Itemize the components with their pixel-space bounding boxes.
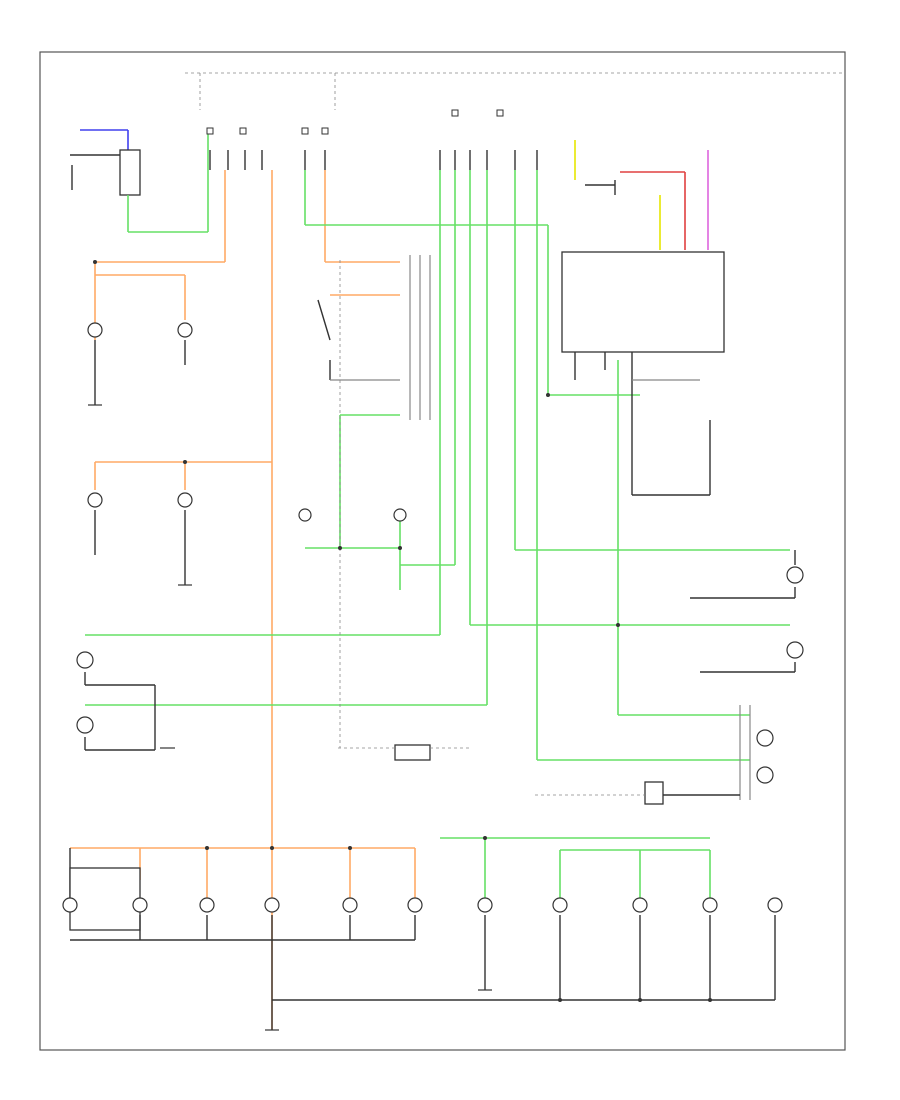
- lighting-control-module: [561, 251, 725, 353]
- lamp-bulb: [756, 766, 774, 784]
- lamp-bulb: [786, 566, 804, 584]
- left-upper-lamps: [87, 322, 193, 586]
- orange-lighting-trunk: [70, 170, 416, 1030]
- lamp-bulb: [76, 651, 94, 669]
- lamp-bulb: [393, 508, 407, 522]
- lamp-bulb: [264, 897, 280, 913]
- diagram-frame: [39, 51, 846, 1051]
- lamp-bulb: [177, 322, 193, 338]
- green-circuits: [85, 170, 790, 900]
- lamp-bulb: [756, 729, 774, 747]
- lamp-bulb: [407, 897, 423, 913]
- module-outputs: [574, 352, 711, 496]
- lamp-bulb: [87, 322, 103, 338]
- lamp-bulb: [786, 641, 804, 659]
- lamp-bulb: [62, 897, 78, 913]
- lamp-bulb: [552, 897, 568, 913]
- lamp-bulb: [76, 716, 94, 734]
- lamp-bulb: [767, 897, 783, 913]
- lamp-bulb: [199, 897, 215, 913]
- dimmer-switch-group: [298, 255, 431, 522]
- center-connector: [338, 260, 470, 761]
- lamp-bulb: [132, 897, 148, 913]
- lamp-bulb: [702, 897, 718, 913]
- lamp-bulb: [298, 508, 312, 522]
- lamp-bulb: [177, 492, 193, 508]
- lamp-bulb: [87, 492, 103, 508]
- power-header-rail: [185, 72, 842, 110]
- lamp-bulb: [632, 897, 648, 913]
- left-side-lamps: [76, 651, 175, 751]
- fuse-panel-connectors: [206, 109, 538, 170]
- right-side-lamps: [535, 550, 804, 805]
- lamp-bulb: [342, 897, 358, 913]
- fuse-block-top-left: [70, 129, 209, 233]
- bottom-lamp-row: [62, 848, 783, 1031]
- module-input-wires: [574, 140, 709, 250]
- junction-dots: [93, 260, 712, 1002]
- lamp-bulb: [477, 897, 493, 913]
